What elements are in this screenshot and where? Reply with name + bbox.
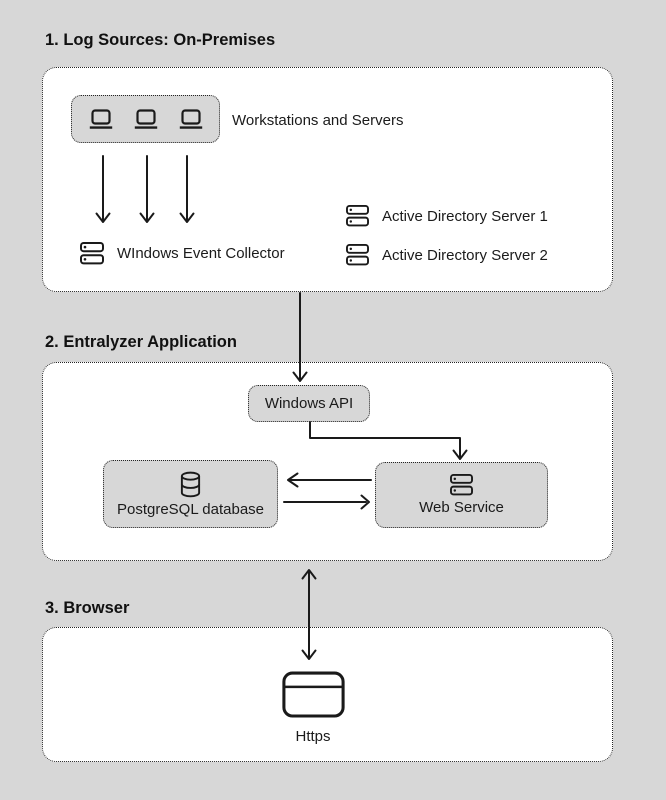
section-3-container xyxy=(42,627,613,762)
windows-event-collector-label: WIndows Event Collector xyxy=(117,244,285,262)
ad-server-1-label: Active Directory Server 1 xyxy=(382,207,548,225)
section-2-heading: 2. Entralyzer Application xyxy=(45,333,237,351)
laptop-icon xyxy=(89,108,112,129)
web-service-node: Web Service xyxy=(375,462,548,528)
laptop-icon xyxy=(134,108,157,129)
laptop-icon xyxy=(179,108,202,129)
windows-api-node: Windows API xyxy=(248,385,370,422)
postgresql-node: PostgreSQL database xyxy=(103,460,278,528)
ad-server-1-row: Active Directory Server 1 xyxy=(346,202,548,230)
windows-api-label: Windows API xyxy=(264,395,354,412)
ad-server-2-row: Active Directory Server 2 xyxy=(346,241,548,269)
server-stack-icon xyxy=(80,241,104,264)
section-3-heading: 3. Browser xyxy=(45,599,130,617)
database-cylinder-icon xyxy=(180,471,201,497)
server-stack-icon xyxy=(450,474,473,496)
section-1-heading: 1. Log Sources: On-Premises xyxy=(45,31,276,49)
windows-event-collector-row: WIndows Event Collector xyxy=(80,239,285,267)
server-stack-icon xyxy=(346,205,369,227)
workstations-label: Workstations and Servers xyxy=(232,112,404,129)
web-service-label: Web Service xyxy=(419,499,504,516)
browser-window-icon xyxy=(282,671,345,718)
postgresql-label: PostgreSQL database xyxy=(116,500,265,518)
server-stack-icon xyxy=(346,244,369,266)
ad-server-2-label: Active Directory Server 2 xyxy=(382,246,548,264)
https-label: Https xyxy=(295,728,331,745)
workstations-group xyxy=(71,95,220,143)
